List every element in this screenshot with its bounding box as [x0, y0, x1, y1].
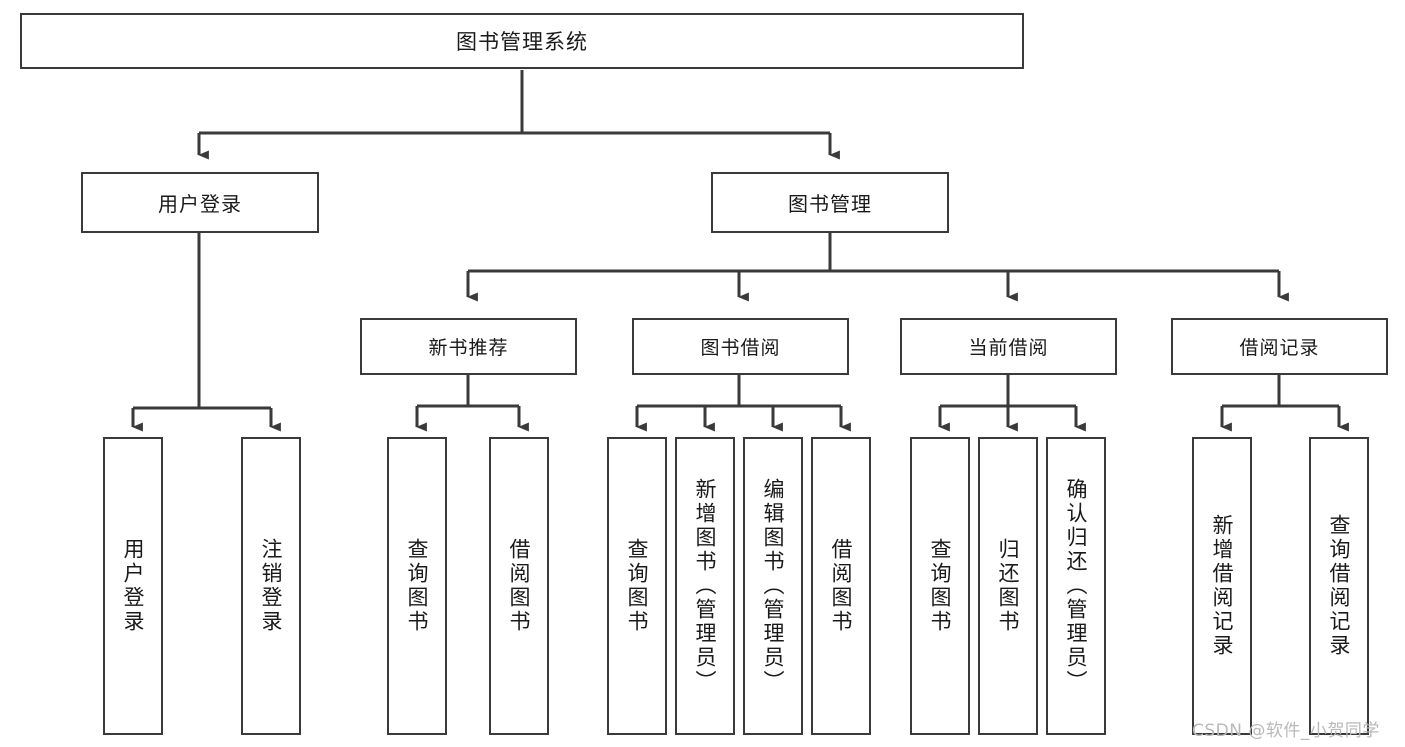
node-label: 图书借阅 [700, 337, 781, 359]
leaf-record-query-record[interactable]: 查询借阅记录 [1309, 437, 1369, 735]
node-label: 确认归还（管理员） [1064, 478, 1089, 694]
node-current-borrow[interactable]: 当前借阅 [900, 318, 1117, 375]
node-label: 归还图书 [996, 538, 1021, 634]
node-label: 借阅图书 [507, 538, 532, 634]
node-new-book-recommend[interactable]: 新书推荐 [360, 318, 577, 375]
node-label: 当前借阅 [968, 337, 1049, 359]
node-user-login[interactable]: 用户登录 [81, 172, 319, 233]
node-label: 新增借阅记录 [1210, 514, 1235, 658]
node-label: 借阅图书 [829, 538, 854, 634]
node-book-borrow[interactable]: 图书借阅 [632, 318, 849, 375]
node-label: 用户登录 [121, 538, 146, 634]
leaf-current-confirm-return[interactable]: 确认归还（管理员） [1046, 437, 1106, 735]
node-label: 查询图书 [928, 538, 953, 634]
node-label: 新增图书（管理员） [693, 478, 718, 694]
leaf-user-logout[interactable]: 注销登录 [241, 437, 301, 735]
leaf-record-add-record[interactable]: 新增借阅记录 [1192, 437, 1252, 735]
node-label: 查询图书 [625, 538, 650, 634]
node-book-management[interactable]: 图书管理 [711, 172, 949, 233]
leaf-borrow-borrow-book[interactable]: 借阅图书 [811, 437, 871, 735]
leaf-user-login[interactable]: 用户登录 [103, 437, 163, 735]
node-label: 图书管理系统 [456, 30, 588, 54]
node-label: 图书管理 [788, 192, 872, 216]
leaf-current-return-book[interactable]: 归还图书 [978, 437, 1038, 735]
node-label: 借阅记录 [1239, 337, 1320, 359]
node-label: 查询图书 [405, 538, 430, 634]
leaf-borrow-edit-book[interactable]: 编辑图书（管理员） [743, 437, 803, 735]
leaf-borrow-add-book[interactable]: 新增图书（管理员） [675, 437, 735, 735]
node-label: 用户登录 [158, 192, 242, 216]
node-label: 注销登录 [259, 538, 284, 634]
leaf-current-query-book[interactable]: 查询图书 [910, 437, 970, 735]
node-label: 编辑图书（管理员） [761, 478, 786, 694]
leaf-newbook-query-book[interactable]: 查询图书 [387, 437, 447, 735]
node-label: 查询借阅记录 [1327, 514, 1352, 658]
node-borrow-record[interactable]: 借阅记录 [1171, 318, 1388, 375]
csdn-watermark: CSDN @软件_小贺同学 [1192, 721, 1380, 741]
leaf-newbook-borrow-book[interactable]: 借阅图书 [489, 437, 549, 735]
node-label: 新书推荐 [428, 337, 509, 359]
node-root-system[interactable]: 图书管理系统 [20, 13, 1024, 69]
leaf-borrow-query-book[interactable]: 查询图书 [607, 437, 667, 735]
